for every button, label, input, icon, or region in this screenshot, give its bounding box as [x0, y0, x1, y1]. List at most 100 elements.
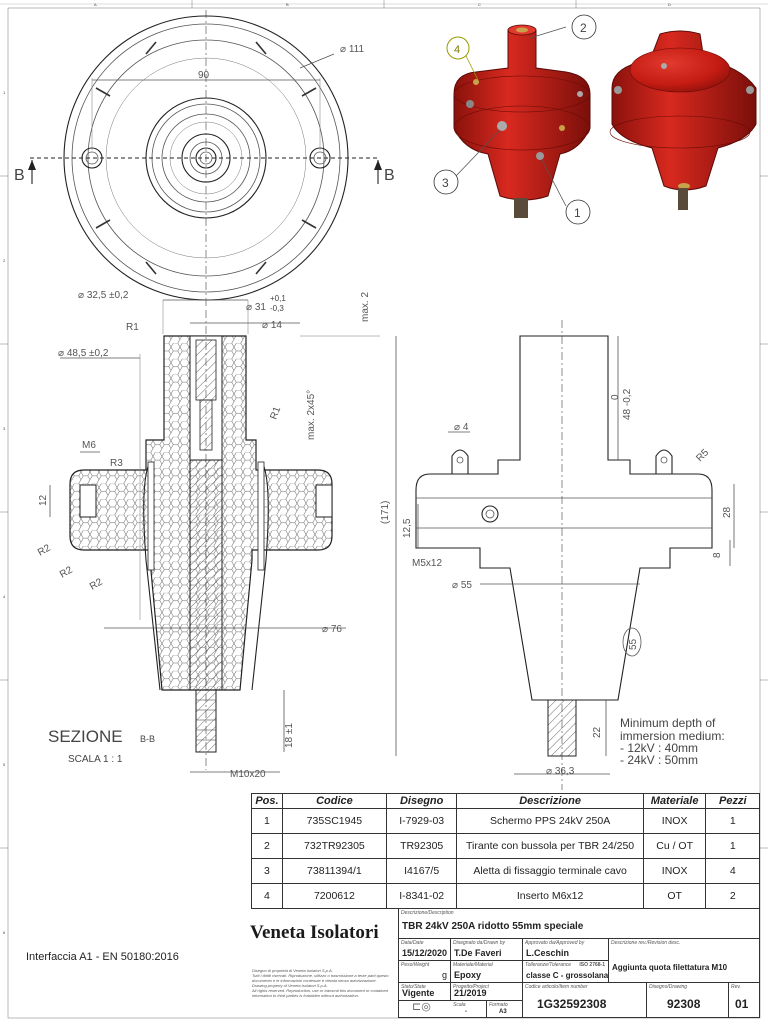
- dim-48: 48 -0,2: [622, 388, 633, 420]
- cell-pos: 4: [251, 883, 283, 909]
- balloon-3: 3: [433, 129, 501, 195]
- frame-col-a: A: [94, 2, 97, 7]
- col-descrizione: Descrizione: [456, 793, 644, 809]
- projection-symbol: ⊏◎: [412, 1001, 431, 1013]
- note-line-4: - 24kV : 50mm: [620, 753, 698, 767]
- cell-pezzi: 4: [705, 858, 760, 884]
- render-back: [609, 30, 757, 210]
- balloon-55: 55: [628, 638, 639, 650]
- tb-scale: Scala-: [451, 1001, 487, 1017]
- balloon-2: 2: [529, 14, 597, 40]
- dim-18: 18 ±1: [284, 723, 295, 748]
- cell-codice: 7200612: [281, 883, 387, 909]
- frame-row-1: 1: [3, 90, 6, 95]
- section-suffix: B-B: [140, 734, 155, 744]
- legal-line-4: All rights reserved. Reproduction, use o…: [252, 988, 388, 998]
- frame-row-5: 5: [3, 762, 6, 767]
- frame-row-2: 2: [3, 258, 6, 263]
- dim-chamfer: max. 2x45°: [306, 390, 317, 440]
- cell-disegno: TR92305: [385, 833, 458, 859]
- table-row: 4 7200612 I-8341-02 Inserto M6x12 OT 2: [251, 883, 760, 909]
- legal-line-2: Tutti i diritti riservati. Riproduzione,…: [252, 973, 389, 983]
- dim-22: 22: [592, 726, 603, 738]
- dim-0: 0: [610, 394, 621, 400]
- col-materiale: Materiale: [642, 793, 707, 809]
- note-line-3: - 12kV : 40mm: [620, 741, 698, 755]
- section-view: ⌀ 32,5 ±0,2 +0,1 -0,3 ⌀ 31 ⌀ 14 max. 2 R…: [36, 290, 380, 780]
- dim-r5: R5: [694, 447, 711, 464]
- cell-codice: 732TR92305: [281, 833, 387, 859]
- cell-pos: 3: [251, 858, 283, 884]
- dim-tol-minus: -0,3: [270, 304, 284, 313]
- dim-90: 90: [198, 70, 210, 81]
- col-codice: Codice: [281, 793, 387, 809]
- svg-text:4: 4: [454, 44, 460, 56]
- svg-text:2: 2: [580, 21, 587, 35]
- table-row: 1 735SC1945 I-7929-03 Schermo PPS 24kV 2…: [251, 808, 760, 834]
- tb-tolerance: Tolleranze/Tolerance ISO 2768-1 classe C…: [523, 961, 609, 983]
- table-row: 3 73811394/1 I4167/5 Aletta di fissaggio…: [251, 858, 760, 884]
- cell-disegno: I-8341-02: [385, 883, 458, 909]
- render-front: [453, 24, 591, 218]
- dim-d14: ⌀ 14: [262, 320, 282, 331]
- dim-d4: ⌀ 4: [454, 422, 469, 433]
- legal-block: Disegno di proprietà di Veneta Isolatori…: [252, 968, 396, 998]
- dim-d31: ⌀ 31: [246, 302, 266, 313]
- dim-r1-side: R1: [268, 405, 283, 421]
- cell-disegno: I4167/5: [385, 858, 458, 884]
- dim-8: 8: [712, 552, 723, 558]
- cell-materiale: Cu / OT: [642, 833, 707, 859]
- side-view: (171) 0 48 -0,2 ⌀ 4 R5 28 12,5 M5x12 8 ⌀…: [380, 320, 735, 790]
- title-block: Descrizione/Description TBR 24kV 250A ri…: [398, 908, 760, 1018]
- svg-text:3: 3: [442, 176, 449, 190]
- parts-header-row: Pos. Codice Disegno Descrizione Material…: [251, 793, 760, 809]
- frame-row-3: 3: [3, 426, 6, 431]
- balloon-4: 4: [446, 36, 479, 81]
- cell-pezzi: 2: [705, 883, 760, 909]
- cell-pos: 1: [251, 808, 283, 834]
- note-line-1: Minimum depth of: [620, 716, 716, 730]
- tb-revision-desc: Descrizione rev./Revision desc. Aggiunta…: [609, 939, 759, 983]
- dim-max2: max. 2: [360, 292, 371, 322]
- dim-r3: R3: [110, 458, 123, 469]
- section-mark-right: B: [384, 167, 395, 184]
- dim-12-5: 12,5: [402, 518, 413, 538]
- dim-d111: ⌀ 111: [340, 44, 364, 55]
- col-pezzi: Pezzi: [705, 793, 760, 809]
- dim-171: (171): [380, 501, 391, 524]
- top-view: B B 90 ⌀ 111: [14, 10, 395, 306]
- cell-materiale: INOX: [642, 808, 707, 834]
- frame-col-c: C: [478, 2, 481, 7]
- interface-text: Interfaccia A1 - EN 50180:2016: [26, 951, 179, 963]
- cell-codice: 735SC1945: [281, 808, 387, 834]
- cell-disegno: I-7929-03: [385, 808, 458, 834]
- tb-revision: Rev.01: [731, 984, 749, 1011]
- svg-text:1: 1: [574, 206, 581, 220]
- dim-d76: ⌀ 76: [322, 624, 342, 635]
- note-line-2: immersion medium:: [620, 729, 725, 743]
- cell-descrizione: Schermo PPS 24kV 250A: [456, 808, 644, 834]
- frame-row-6: 6: [3, 930, 6, 935]
- balloon-1: 1: [541, 159, 591, 225]
- frame-col-d: D: [668, 2, 671, 7]
- frame-row-4: 4: [3, 594, 6, 599]
- dim-r2-a: R2: [36, 542, 53, 558]
- cell-descrizione: Tirante con bussola per TBR 24/250: [456, 833, 644, 859]
- legal-line-3: Drawing property of Veneta Isolatori S.p…: [252, 983, 328, 988]
- company-name: Veneta Isolatori: [250, 922, 379, 943]
- col-pos: Pos.: [251, 793, 283, 809]
- dim-d36: ⌀ 36,3: [546, 766, 575, 777]
- legal-line-1: Disegno di proprietà di Veneta Isolatori…: [252, 968, 333, 973]
- cell-pezzi: 1: [705, 833, 760, 859]
- dim-d32: ⌀ 32,5 ±0,2: [78, 290, 129, 301]
